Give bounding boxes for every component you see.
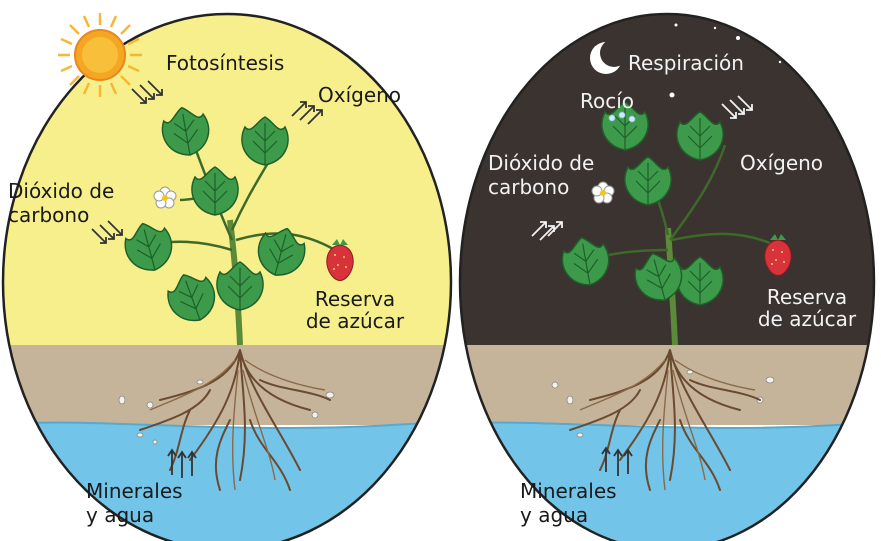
- day-title: Fotosíntesis: [166, 52, 284, 74]
- night-sugar-label-line1: Reserva: [752, 286, 862, 308]
- minerals-arrow-icon: [168, 450, 196, 478]
- day-minerals-label-line1: Minerales: [86, 480, 183, 502]
- day-co2-label-line2: carbono: [8, 204, 89, 226]
- night-oxygen-label: Oxígeno: [740, 152, 823, 174]
- night-minerals-label-line1: Minerales: [520, 480, 617, 502]
- day-oxygen-label: Oxígeno: [318, 84, 401, 106]
- night-sugar-label-line2: de azúcar: [752, 308, 862, 330]
- night-co2-label-line2: carbono: [488, 176, 569, 198]
- day-water: [0, 420, 460, 541]
- night-soil: [440, 345, 881, 425]
- day-panel: [0, 0, 460, 541]
- night-water: [440, 420, 881, 541]
- night-title: Respiración: [628, 52, 744, 74]
- day-soil: [0, 345, 460, 425]
- day-co2-label-line1: Dióxido de: [8, 180, 114, 202]
- day-sugar-label-line2: de azúcar: [300, 310, 410, 332]
- night-co2-label-line1: Dióxido de: [488, 152, 594, 174]
- night-dew-label: Rocío: [580, 90, 634, 112]
- day-minerals-label-line2: y agua: [86, 504, 154, 526]
- night-panel: [440, 0, 881, 541]
- night-minerals-label-line2: y agua: [520, 504, 588, 526]
- day-sugar-label-line1: Reserva: [300, 288, 410, 310]
